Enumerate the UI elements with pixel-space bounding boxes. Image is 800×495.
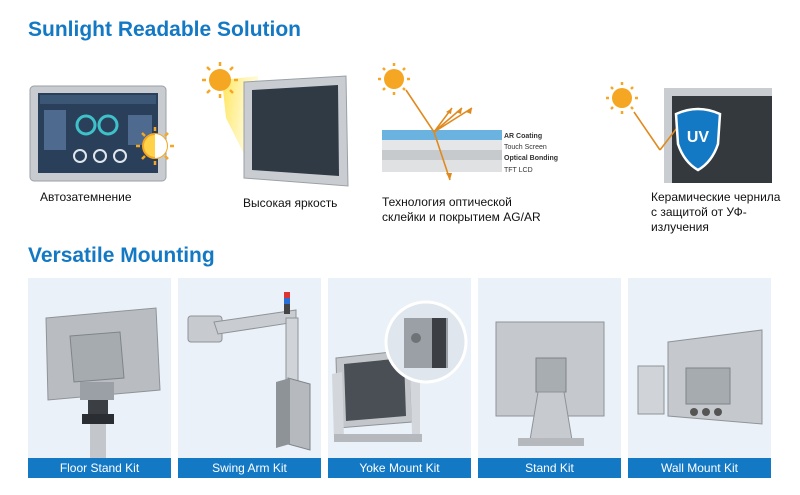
- feature-optical-bonding: AR Coating Touch Screen Optical Bonding …: [372, 62, 572, 190]
- mounting-section-title: Versatile Mounting: [28, 244, 215, 267]
- kit-yoke-mount: Yoke Mount Kit: [328, 278, 471, 478]
- feature-auto-dimming: [28, 80, 178, 185]
- layer-label-tft-lcd: TFT LCD: [504, 167, 533, 174]
- feature-caption-auto-dimming: Автозатемнение: [40, 190, 132, 204]
- kit-label-floor-stand: Floor Stand Kit: [28, 458, 171, 478]
- swing-arm-image: [187, 292, 311, 451]
- kit-label-wall-mount: Wall Mount Kit: [628, 458, 771, 478]
- kit-swing-arm: Swing Arm Kit: [178, 278, 321, 478]
- layer-label-touch-screen: Touch Screen: [504, 144, 547, 151]
- optical-bonding-icon: AR Coating Touch Screen Optical Bonding …: [378, 63, 558, 181]
- uv-badge-text: UV: [687, 129, 710, 146]
- wall-mount-image: [637, 329, 763, 425]
- kit-label-yoke-mount: Yoke Mount Kit: [328, 458, 471, 478]
- kit-floor-stand: Floor Stand Kit: [28, 278, 171, 478]
- sunlight-section-title: Sunlight Readable Solution: [28, 18, 301, 41]
- kit-wall-mount: Wall Mount Kit: [628, 278, 771, 478]
- feature-caption-high-brightness: Высокая яркость: [243, 196, 338, 210]
- layer-label-optical-bonding: Optical Bonding: [504, 155, 558, 162]
- floor-stand-image: [45, 307, 161, 458]
- high-brightness-icon: [202, 62, 349, 187]
- feature-caption-optical-bonding: Технология оптической склейки и покрытие…: [382, 195, 541, 224]
- feature-uv-protection: UV: [600, 80, 775, 185]
- layer-label-ar-coating: AR Coating: [504, 133, 542, 140]
- feature-high-brightness: [198, 58, 358, 193]
- yoke-mount-image: [332, 300, 468, 442]
- stand-image: [495, 321, 605, 446]
- uv-protection-icon: UV: [606, 82, 772, 183]
- auto-dimming-icon: [29, 85, 174, 182]
- kit-label-swing-arm: Swing Arm Kit: [178, 458, 321, 478]
- kit-label-stand: Stand Kit: [478, 458, 621, 478]
- kit-stand: Stand Kit: [478, 278, 621, 478]
- feature-caption-uv-protection: Керамические чернила с защитой от УФ- из…: [651, 190, 781, 234]
